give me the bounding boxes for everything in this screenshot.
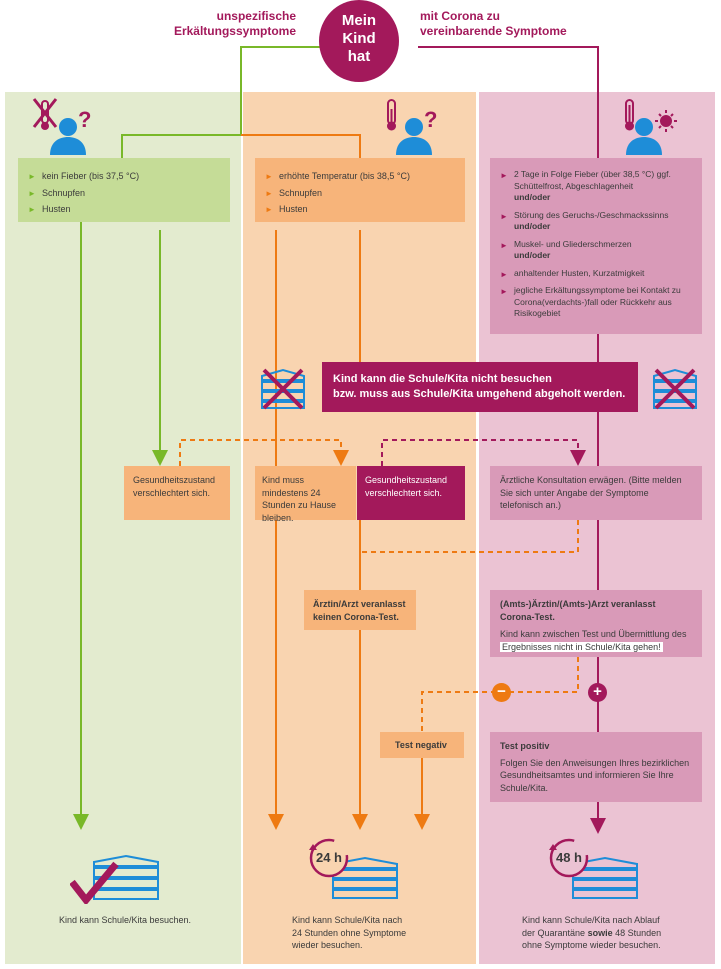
svg-text:?: ? (424, 107, 437, 132)
green-result-text: Kind kann Schule/Kita besuchen. (58, 915, 192, 925)
minus-circle-icon: − (492, 683, 511, 702)
person-thermometer-virus-icon (625, 99, 677, 155)
corona-test-note-highlight: Ergebnisses nicht in Schule/Kita gehen! (500, 641, 663, 652)
plus-circle-icon: + (588, 683, 607, 702)
list-item: ►Schnupfen (28, 187, 86, 198)
school-24h-icon (309, 838, 398, 899)
pink-result-text: Kind kann Schule/Kita nach Ablauf der Qu… (522, 915, 662, 950)
no-test-box: Ärztin/Arzt veranlasst keinen Corona-Tes… (304, 590, 416, 630)
test-positive-box: Test positiv Folgen Sie den Anweisungen … (490, 732, 702, 802)
corona-test-note: Kind kann zwischen Test und Übermittlung… (500, 629, 687, 639)
list-item: ►2 Tage in Folge Fieber (über 38,5 °C) g… (500, 169, 671, 202)
header-center-line: hat (347, 48, 371, 65)
school-checkmark-icon (70, 854, 159, 904)
list-item: ►Schnupfen (265, 187, 323, 198)
cannot-attend-banner: Kind kann die Schule/Kita nicht besuchen… (322, 362, 638, 412)
pink-worse-box: Gesundheitszustand verschlechtert sich. (357, 466, 465, 520)
test-negative-box: Test negativ (380, 732, 464, 758)
list-item: ►anhaltender Husten, Kurzatmigkeit (500, 267, 645, 279)
header-right-label: mit Corona zu vereinbarende Symptome (420, 9, 567, 38)
pink-symptoms-box: ►2 Tage in Folge Fieber (über 38,5 °C) g… (490, 158, 702, 334)
orange-column (243, 92, 476, 964)
school-48h-icon (549, 838, 638, 899)
school-crossed-icon (261, 368, 305, 410)
green-column (5, 92, 241, 964)
school-crossed-icon (653, 368, 697, 410)
list-item: ►kein Fieber (bis 37,5 °C) (28, 171, 140, 181)
header-center-line: Mein (341, 12, 377, 29)
consult-box: Ärztliche Konsultation erwägen. (Bitte m… (490, 466, 702, 520)
orange-symptoms-box: ►erhöhte Temperatur (bis 38,5 °C) ►Schnu… (255, 158, 465, 222)
badge-24h: 24 h (315, 850, 342, 865)
badge-48h: 48 h (555, 850, 582, 865)
list-item: ►Husten (265, 204, 308, 214)
list-item: ►erhöhte Temperatur (bis 38,5 °C) (265, 171, 410, 181)
orange-stay-home-box: Kind muss mindestens 24 Stunden zu Hause… (255, 466, 356, 523)
corona-test-box: (Amts-)Ärztin/(Amts-)Arzt veranlasst Cor… (490, 590, 702, 657)
person-thermometer-question-icon: ? (387, 99, 437, 155)
header-left-label: unspezifische Erkältungssymptome (173, 9, 296, 38)
corona-test-title: (Amts-)Ärztin/(Amts-)Arzt veranlasst Cor… (500, 599, 656, 622)
test-positive-title: Test positiv (500, 741, 550, 751)
test-positive-text: Folgen Sie den Anweisungen Ihres bezirkl… (500, 757, 690, 793)
person-no-thermometer-question-icon: ? (32, 98, 91, 155)
banner-line: bzw. muss aus Schule/Kita umgehend abgeh… (333, 388, 626, 400)
svg-text:?: ? (78, 107, 91, 132)
orange-result-text: Kind kann Schule/Kita nach 24 Stunden oh… (292, 915, 407, 950)
green-symptoms-box: ►kein Fieber (bis 37,5 °C) ►Schnupfen ►H… (18, 158, 230, 222)
green-worse-box: Gesundheitszustand verschlechtert sich. (124, 466, 230, 520)
header-center-line: Kind (342, 30, 376, 47)
list-item: ►Husten (28, 204, 71, 214)
list-item: ►jegliche Erkältungssymptome bei Kontakt… (500, 285, 681, 318)
header-center-circle: Mein Kind hat (319, 0, 399, 82)
banner-line: Kind kann die Schule/Kita nicht besuchen (333, 373, 552, 385)
